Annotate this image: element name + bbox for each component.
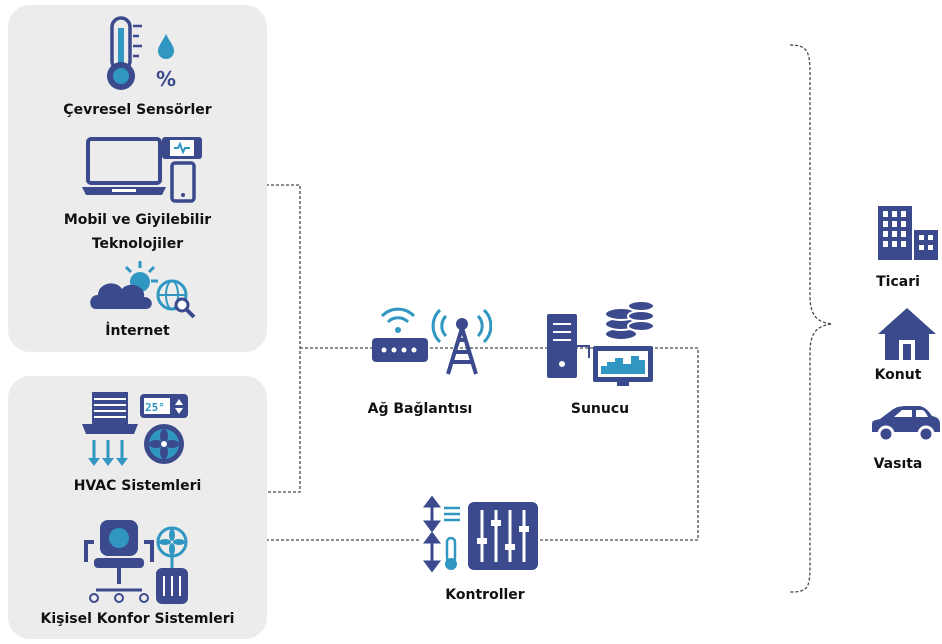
source-label-internet: İnternet bbox=[105, 323, 170, 339]
source-label-personal-comfort: Kişisel Konfor Sistemleri bbox=[40, 611, 235, 627]
source-label-mobile-wearable-line1: Mobil ve Giyilebilir bbox=[63, 212, 212, 228]
office-building-icon bbox=[878, 206, 938, 260]
network-label: Ağ Bağlantısı bbox=[367, 401, 473, 417]
controller-label: Kontroller bbox=[445, 587, 525, 603]
thermometer-humidity-icon: % bbox=[107, 16, 176, 91]
target-label-residential: Konut bbox=[874, 367, 922, 383]
hvac-vent-thermostat-fan-icon: 25° bbox=[82, 392, 188, 466]
slider-controls-icon bbox=[423, 496, 538, 573]
source-label-environmental-sensors: Çevresel Sensörler bbox=[63, 102, 212, 118]
target-label-vehicle: Vasıta bbox=[873, 456, 923, 472]
svg-text:%: % bbox=[156, 67, 176, 91]
target-label-commercial: Ticari bbox=[876, 274, 920, 290]
input-group-panel-2 bbox=[8, 376, 267, 639]
svg-text:25°: 25° bbox=[145, 401, 165, 414]
cloud-weather-globe-icon bbox=[90, 261, 196, 319]
office-chair-fan-heater-icon bbox=[84, 520, 188, 604]
laptop-phone-wearable-icon bbox=[82, 137, 202, 203]
car-icon bbox=[872, 406, 940, 443]
server-database-monitor-icon bbox=[547, 300, 655, 386]
house-icon bbox=[878, 308, 936, 360]
source-label-mobile-wearable-line2: Teknolojiler bbox=[91, 236, 184, 252]
server-label: Sunucu bbox=[570, 401, 630, 417]
router-antenna-icon bbox=[372, 307, 492, 375]
source-label-hvac: HVAC Sistemleri bbox=[73, 478, 202, 494]
